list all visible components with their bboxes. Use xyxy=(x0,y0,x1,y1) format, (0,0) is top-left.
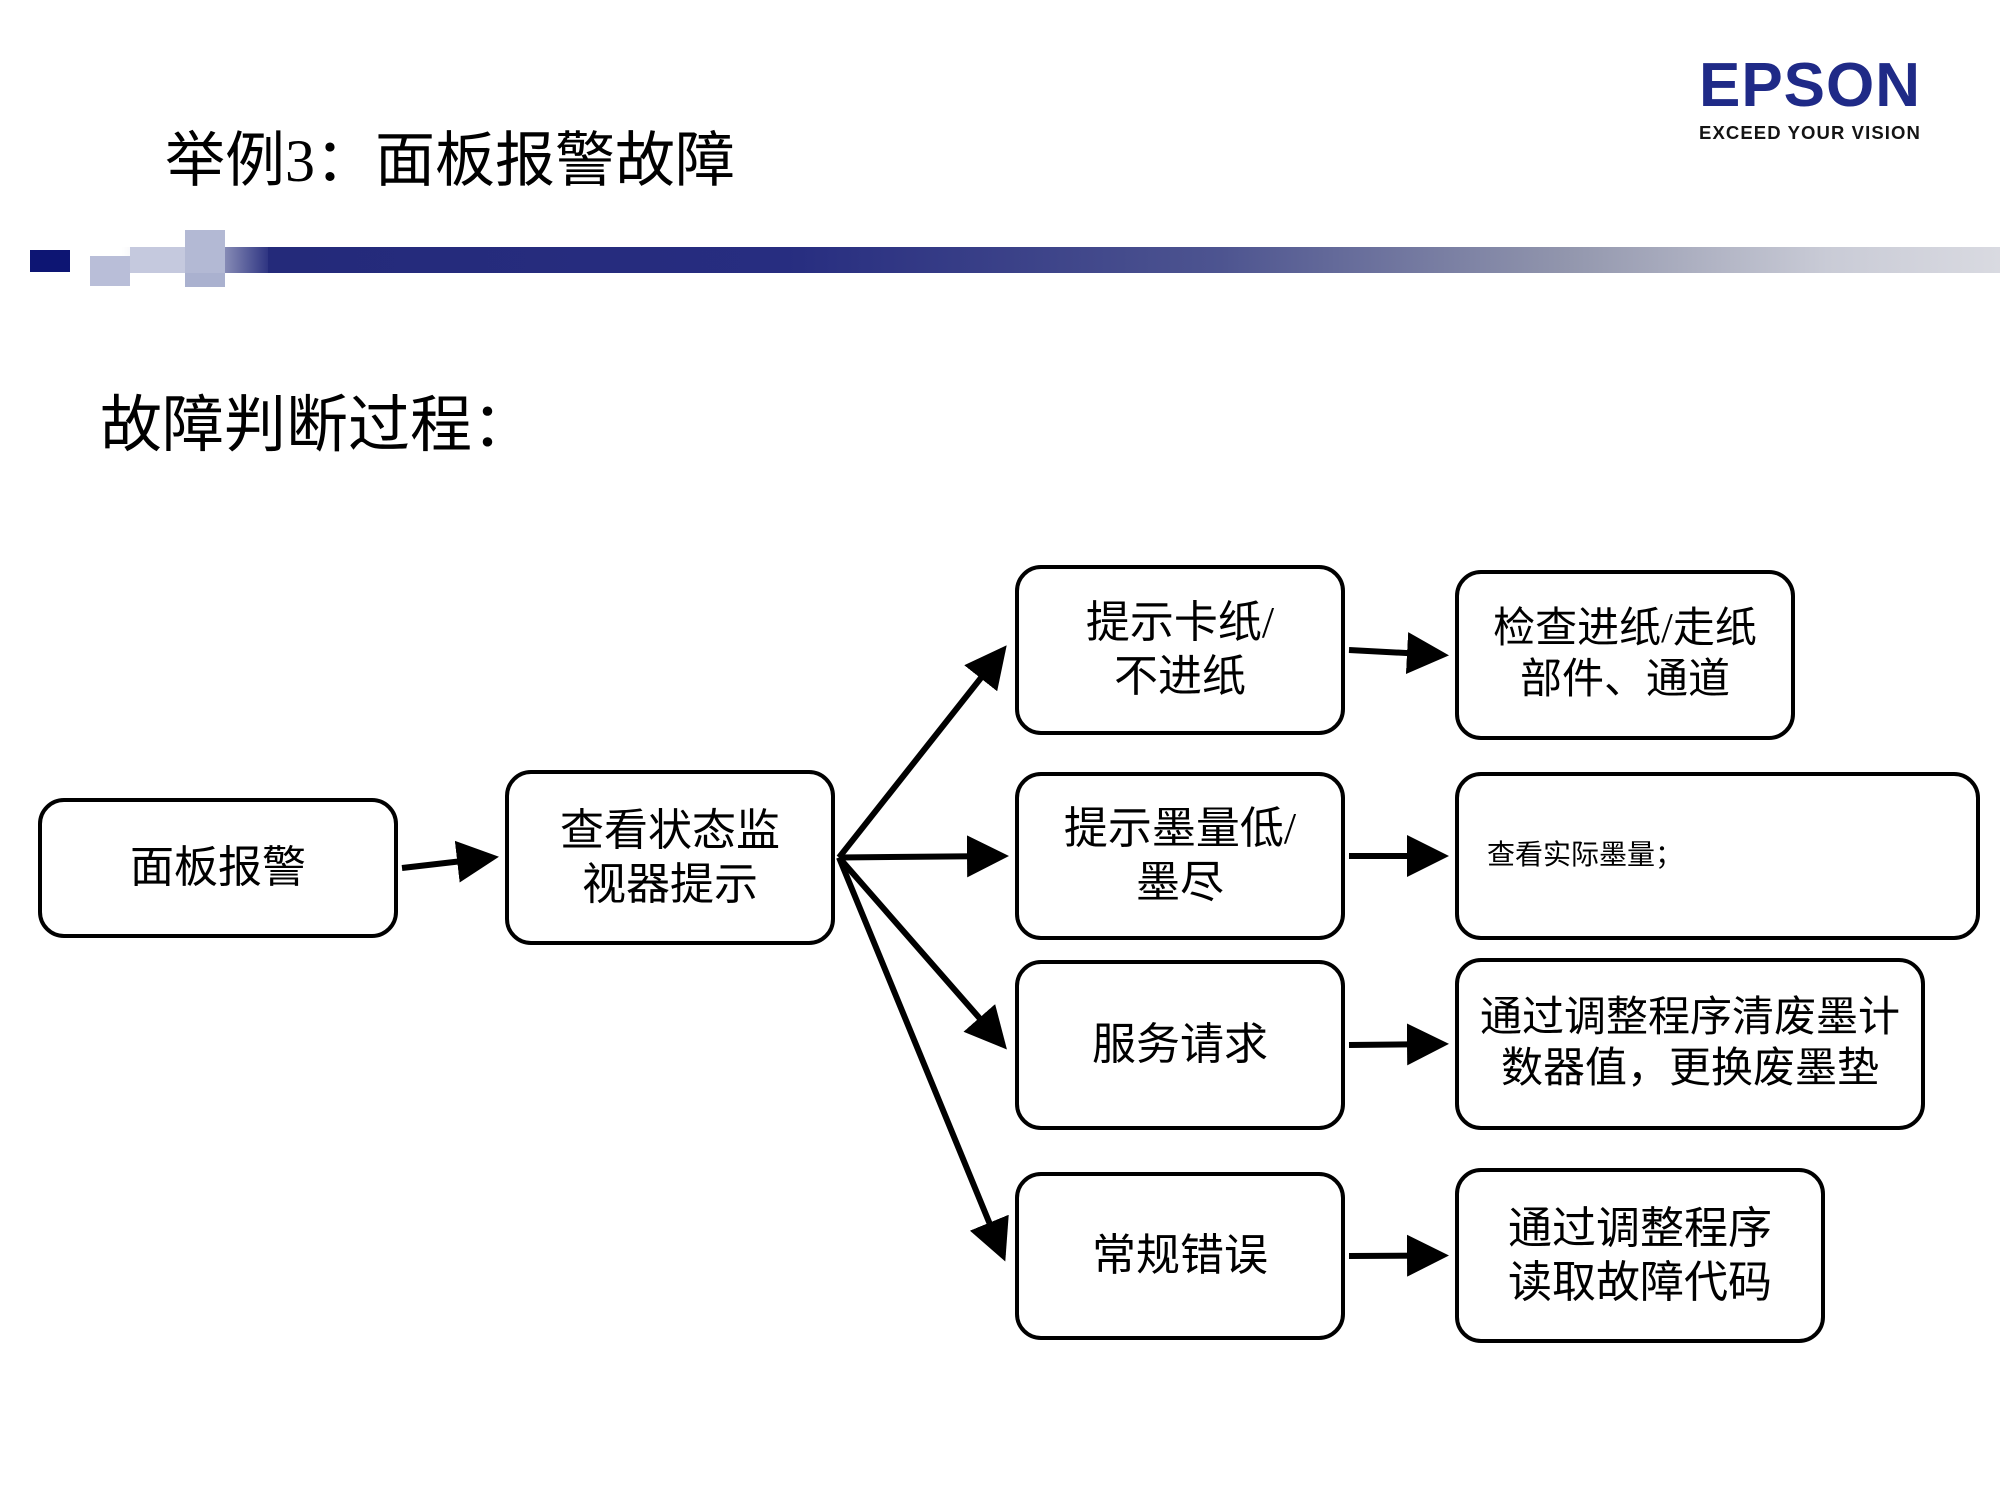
flowchart-node-label: 通过调整程序清废墨计 数器值，更换废墨垫 xyxy=(1479,994,1900,1092)
slide-title: 举例3：面板报警故障 xyxy=(165,128,735,194)
flowchart-arrow xyxy=(836,856,1009,1262)
flowchart-node-check-status-monitor: 查看状态监 视器提示 xyxy=(505,770,835,945)
divider-square-light-2 xyxy=(130,247,185,273)
flowchart-node-label: 提示墨量低/ 墨尽 xyxy=(1063,804,1297,907)
flowchart-node-panel-alarm: 面板报警 xyxy=(38,798,398,938)
flowchart-node-check-paper-path: 检查进纸/走纸 部件、通道 xyxy=(1455,570,1795,740)
flowchart-node-label: 提示卡纸/ 不进纸 xyxy=(1085,598,1275,701)
flowchart-node-paper-jam-prompt: 提示卡纸/ 不进纸 xyxy=(1015,565,1345,735)
divider-square-navy xyxy=(30,250,70,272)
flowchart-arrow xyxy=(1348,632,1449,675)
flowchart-node-label: 面板报警 xyxy=(130,843,306,893)
flowchart-arrow xyxy=(836,645,1007,860)
flowchart-node-low-ink-prompt: 提示墨量低/ 墨尽 xyxy=(1015,772,1345,940)
flowchart-arrow xyxy=(1348,1234,1449,1277)
divider-square-light-3 xyxy=(185,230,225,273)
flowchart-node-label: 查看实际墨量； xyxy=(1487,839,1684,871)
section-heading: 故障判断过程： xyxy=(100,392,535,460)
divider-gradient-bar xyxy=(268,247,2000,273)
flowchart-node-label: 服务请求 xyxy=(1092,1020,1268,1070)
flowchart-arrow xyxy=(401,840,499,883)
flowchart-node-label: 通过调整程序 读取故障代码 xyxy=(1508,1203,1772,1307)
flowchart-node-check-actual-ink: 查看实际墨量； xyxy=(1455,772,1980,940)
flowchart-node-general-error: 常规错误 xyxy=(1015,1172,1345,1340)
flowchart-arrow xyxy=(836,855,1007,1050)
decorative-divider-bar xyxy=(0,228,2000,290)
flowchart-node-service-request: 服务请求 xyxy=(1015,960,1345,1130)
flowchart-node-read-error-code: 通过调整程序 读取故障代码 xyxy=(1455,1168,1825,1343)
flowchart-node-clear-waste-ink-counter: 通过调整程序清废墨计 数器值，更换废墨垫 xyxy=(1455,958,1925,1130)
epson-logo: EPSON EXCEED YOUR VISION xyxy=(1660,55,1960,143)
flowchart-arrow xyxy=(838,835,1009,878)
epson-brand-text: EPSON xyxy=(1698,51,1922,120)
flowchart-node-label: 常规错误 xyxy=(1092,1231,1268,1281)
flowchart-node-label: 检查进纸/走纸 部件、通道 xyxy=(1493,605,1757,703)
flowchart-node-label: 查看状态监 视器提示 xyxy=(560,805,780,909)
epson-tagline-text: EXCEED YOUR VISION xyxy=(1699,122,1921,143)
flowchart-arrow xyxy=(1348,1023,1449,1066)
divider-square-light-4 xyxy=(185,273,225,287)
divider-square-light-1 xyxy=(90,256,130,286)
